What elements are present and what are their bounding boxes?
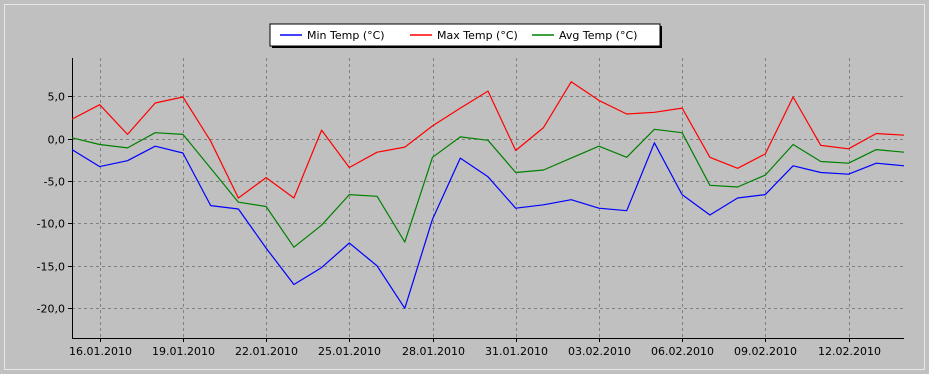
x-tick-label: 28.01.2010 bbox=[402, 345, 465, 358]
series-line-0 bbox=[71, 142, 905, 309]
plot-area bbox=[72, 58, 904, 338]
x-tick-label: 31.01.2010 bbox=[485, 345, 548, 358]
legend-label-2: Avg Temp (°C) bbox=[559, 29, 637, 42]
y-tick-label: -5,0 bbox=[44, 176, 65, 189]
legend-label-0: Min Temp (°C) bbox=[307, 29, 385, 42]
x-tick-label: 12.02.2010 bbox=[818, 345, 881, 358]
x-tick-label: 19.01.2010 bbox=[152, 345, 215, 358]
x-tick-label: 16.01.2010 bbox=[69, 345, 132, 358]
x-tick-label: 03.02.2010 bbox=[568, 345, 631, 358]
legend-label-1: Max Temp (°C) bbox=[437, 29, 518, 42]
x-tick-label: 25.01.2010 bbox=[318, 345, 381, 358]
y-tick-label: 5,0 bbox=[48, 91, 66, 104]
legend-box bbox=[269, 23, 661, 47]
y-tick-label: -20,0 bbox=[37, 303, 65, 316]
y-tick-label: -15,0 bbox=[37, 261, 65, 274]
y-tick-label: -10,0 bbox=[37, 218, 65, 231]
series-line-1 bbox=[71, 81, 905, 199]
x-tick-label: 09.02.2010 bbox=[734, 345, 797, 358]
x-tick-label: 06.02.2010 bbox=[651, 345, 714, 358]
series-line-2 bbox=[71, 128, 905, 248]
y-tick-label: 0,0 bbox=[48, 134, 66, 147]
x-tick-label: 22.01.2010 bbox=[235, 345, 298, 358]
